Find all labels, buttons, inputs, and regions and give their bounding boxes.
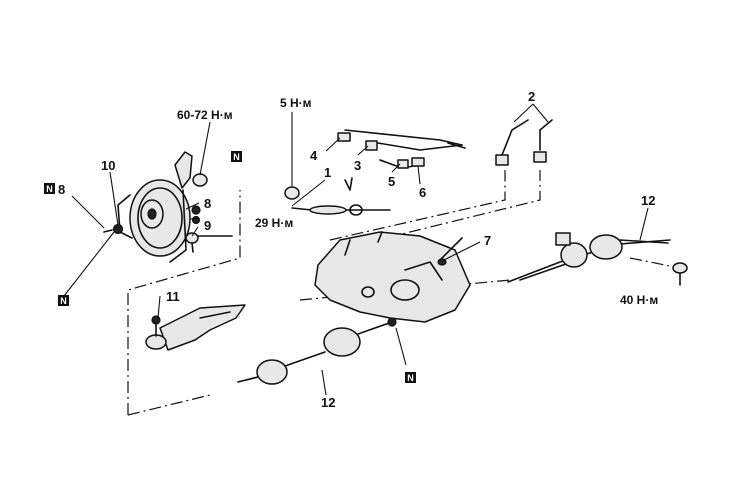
n-badge-bottom-right: N [405, 372, 416, 383]
callout-1: 1 [324, 165, 331, 180]
nut-and-rod [284, 177, 391, 216]
torque-label-29: 29 Н·м [255, 216, 293, 230]
bolt-40 [672, 262, 688, 286]
svg-text:N: N [60, 296, 67, 306]
svg-text:N: N [233, 152, 240, 162]
n-badge-bottom-left: N [58, 295, 69, 306]
n-badge-left-8: N [44, 183, 55, 194]
hoses-2 [495, 119, 553, 166]
torque-label-40: 40 Н·м [620, 293, 658, 307]
tie-rod-end [185, 232, 233, 253]
left-drive-shaft [237, 317, 397, 385]
leader-lines [63, 103, 649, 396]
hub-disc-assembly [117, 151, 201, 263]
callout-12-top: 12 [641, 193, 655, 208]
callout-10: 10 [101, 158, 115, 173]
torque-label-hub: 60-72 Н·м [177, 108, 233, 122]
callout-12-bottom: 12 [321, 395, 335, 410]
torque-label-5: 5 Н·м [280, 96, 312, 110]
callout-2: 2 [528, 89, 535, 104]
n-badge-top: N [231, 151, 242, 162]
callout-7: 7 [484, 233, 491, 248]
lower-arm [145, 304, 246, 351]
right-drive-shaft [507, 232, 671, 283]
callout-3: 3 [354, 158, 361, 173]
transaxle-housing [314, 231, 471, 323]
knuckle-nut [192, 173, 208, 187]
cable-7 [437, 237, 463, 266]
callout-5: 5 [388, 174, 395, 189]
callout-9: 9 [204, 218, 211, 233]
svg-text:N: N [407, 373, 414, 383]
callout-8-right: 8 [204, 196, 211, 211]
callout-8-left: 8 [58, 182, 65, 197]
svg-text:N: N [46, 184, 53, 194]
callout-6: 6 [419, 185, 426, 200]
callout-11: 11 [166, 289, 180, 304]
callout-4: 4 [310, 148, 318, 163]
